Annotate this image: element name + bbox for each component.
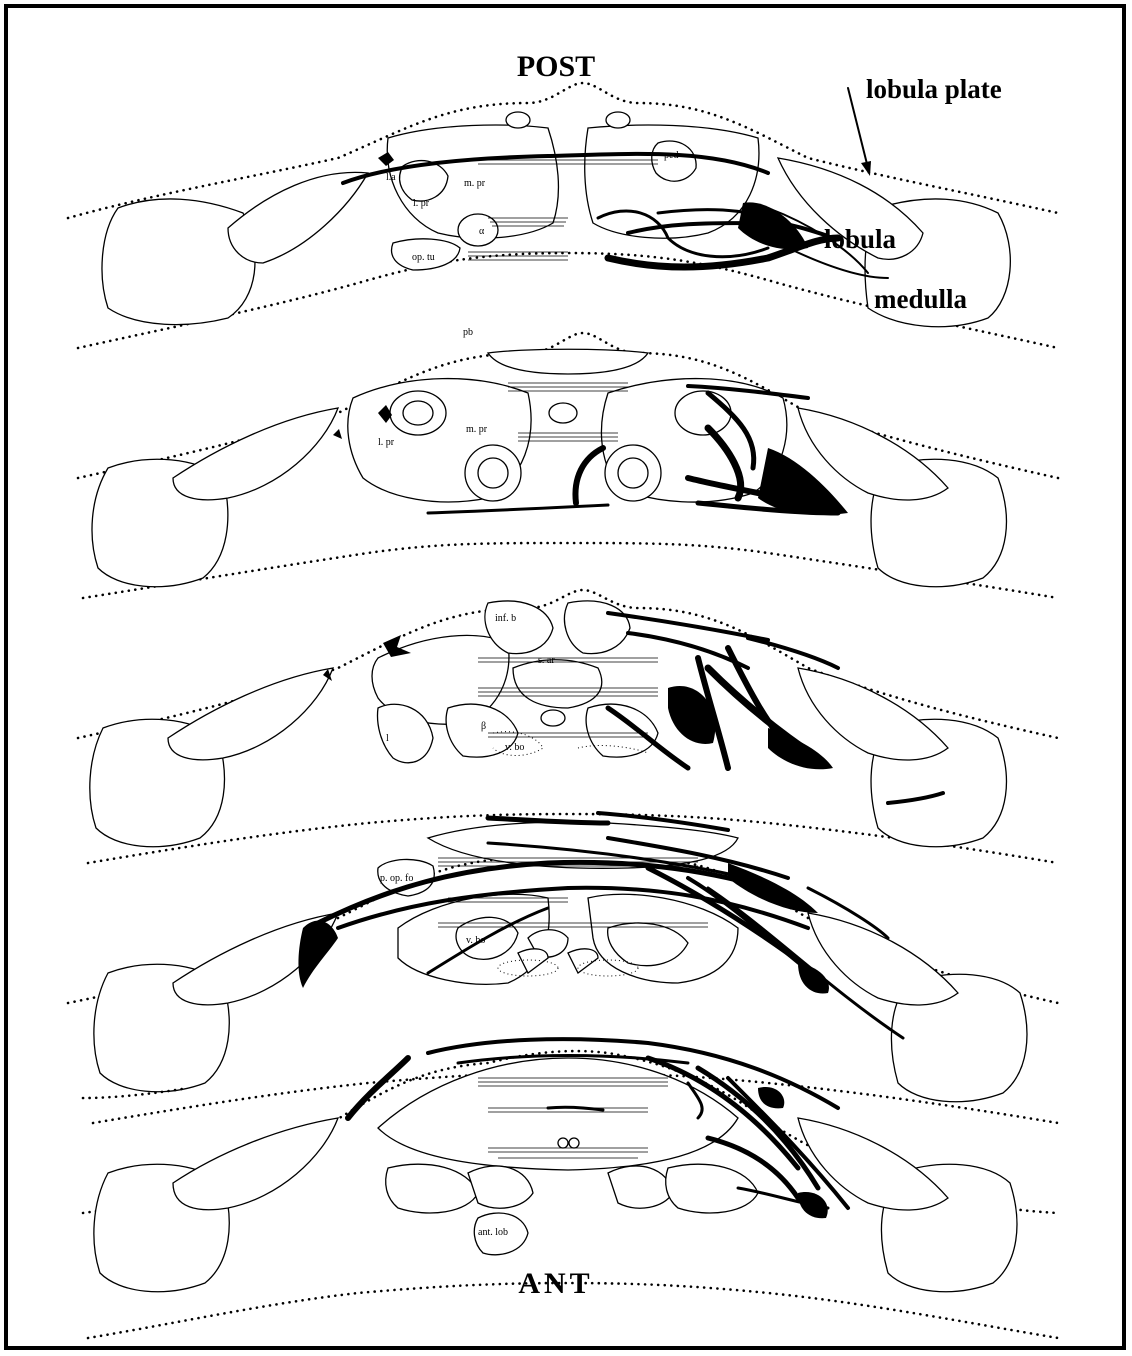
s1-label-lpr: l. pr — [413, 198, 430, 209]
s3-label-sar: s. ar — [538, 655, 555, 666]
s1-label-la: l.a — [386, 172, 396, 183]
s3-label-l: l — [386, 733, 389, 744]
label-lobula: lobula — [824, 224, 897, 254]
figure-frame: POST ANT lobula plate lobula medulla l.a… — [4, 4, 1126, 1350]
orientation-label-ant: ANT — [518, 1267, 593, 1300]
label-lobula-plate: lobula plate — [866, 74, 1002, 104]
s1-label-alpha: α — [479, 226, 485, 237]
s4-label-vbo: v. bo — [466, 935, 485, 946]
brain-section-diagram: POST ANT lobula plate lobula medulla l.a… — [8, 8, 1122, 1346]
s4-label-popfo: p. op. fo — [380, 873, 413, 884]
s3-label-beta: β — [481, 721, 486, 732]
s2-label-pb: pb — [463, 327, 473, 338]
s5-label-antlob: ant. lob — [478, 1227, 508, 1238]
s2-label-lpr: l. pr — [378, 437, 395, 448]
orientation-label-post: POST — [517, 50, 595, 83]
s1-label-mpr: m. pr — [464, 178, 486, 189]
s1-label-ped: ped — [664, 150, 678, 161]
section-2 — [78, 333, 1058, 598]
s3-label-infb: inf. b — [495, 613, 516, 624]
s2-label-mpr: m. pr — [466, 424, 488, 435]
s3-label-vbo: v. bo — [505, 742, 524, 753]
s1-label-optu: op. tu — [412, 252, 435, 263]
label-medulla: medulla — [874, 284, 968, 314]
